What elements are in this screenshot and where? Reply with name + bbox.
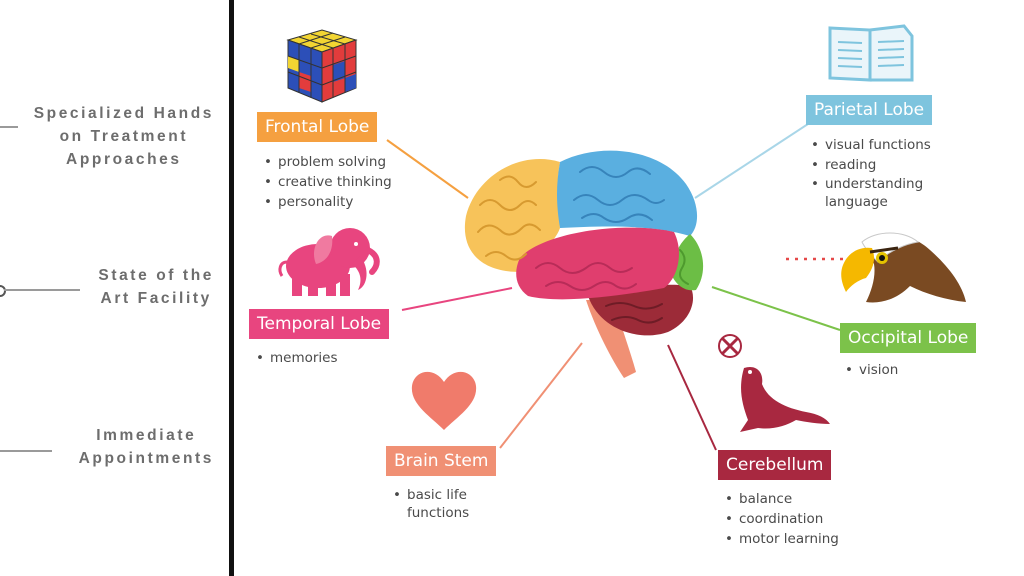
seal-with-ball-icon (718, 334, 830, 432)
occipital-connector (711, 286, 841, 331)
list-item: memories (256, 348, 338, 368)
elephant-icon (278, 228, 380, 296)
list-item: vision (845, 360, 898, 380)
temporal-lobe-label: Temporal Lobe (249, 309, 390, 339)
temporal-lobe-bullets: memories (256, 348, 338, 368)
occipital-lobe-bullets: vision (845, 360, 898, 380)
list-item: motor learning (725, 529, 839, 549)
cerebellum-label: Cerebellum (718, 450, 832, 480)
sidebar-item-state-of-the-art[interactable]: State of the Art Facility (0, 262, 232, 322)
open-book-icon (828, 24, 914, 82)
parietal-lobe-shape (557, 150, 698, 236)
sidebar-item-marker (0, 285, 6, 297)
sidebar-item-label: State of the Art Facility (98, 267, 214, 307)
divider (229, 0, 234, 576)
brain-illustration (464, 150, 704, 378)
brainstem-connector (499, 342, 583, 449)
list-item: reading (811, 155, 931, 175)
list-item: problem solving (264, 152, 392, 172)
list-item: coordination (725, 509, 839, 529)
sidebar-item-line (0, 450, 52, 452)
parietal-lobe-label: Parietal Lobe (806, 95, 933, 125)
cerebellum-connector (667, 344, 717, 451)
brain-stem-bullets: basic life functions (393, 486, 469, 522)
sidebar-item-line (4, 289, 80, 291)
frontal-lobe-bullets: problem solving creative thinking person… (264, 152, 392, 212)
sidebar-item-label: Immediate Appointments (78, 427, 214, 467)
list-item: visual functions (811, 135, 931, 155)
parietal-lobe-bullets: visual functions reading understanding l… (811, 135, 931, 211)
eagle-icon (841, 232, 966, 303)
temporal-connector (401, 287, 513, 311)
cerebellum-shape (588, 284, 694, 336)
frontal-lobe-label: Frontal Lobe (257, 112, 378, 142)
list-item: personality (264, 192, 392, 212)
frontal-lobe-shape (464, 159, 560, 272)
rubiks-cube-icon (286, 29, 358, 103)
brain-stem-shape (586, 300, 636, 378)
parietal-connector (694, 123, 809, 199)
heart-icon (411, 371, 477, 430)
occipital-lobe-label: Occipital Lobe (840, 323, 977, 353)
sidebar-item-specialized-treatment[interactable]: Specialized Hands on Treatment Approache… (0, 100, 232, 168)
list-item: balance (725, 489, 839, 509)
cerebellum-bullets: balance coordination motor learning (725, 489, 839, 549)
sidebar-item-label: Specialized Hands on Treatment Approache… (33, 105, 214, 168)
sidebar-item-line (0, 126, 18, 128)
brain-gyri (477, 166, 689, 324)
frontal-connector (386, 139, 469, 199)
sidebar-item-immediate-appointments[interactable]: Immediate Appointments (0, 424, 232, 484)
list-item: understanding language (811, 175, 931, 211)
list-item: creative thinking (264, 172, 392, 192)
list-item: basic life functions (393, 486, 469, 522)
brain-stem-label: Brain Stem (386, 446, 497, 476)
